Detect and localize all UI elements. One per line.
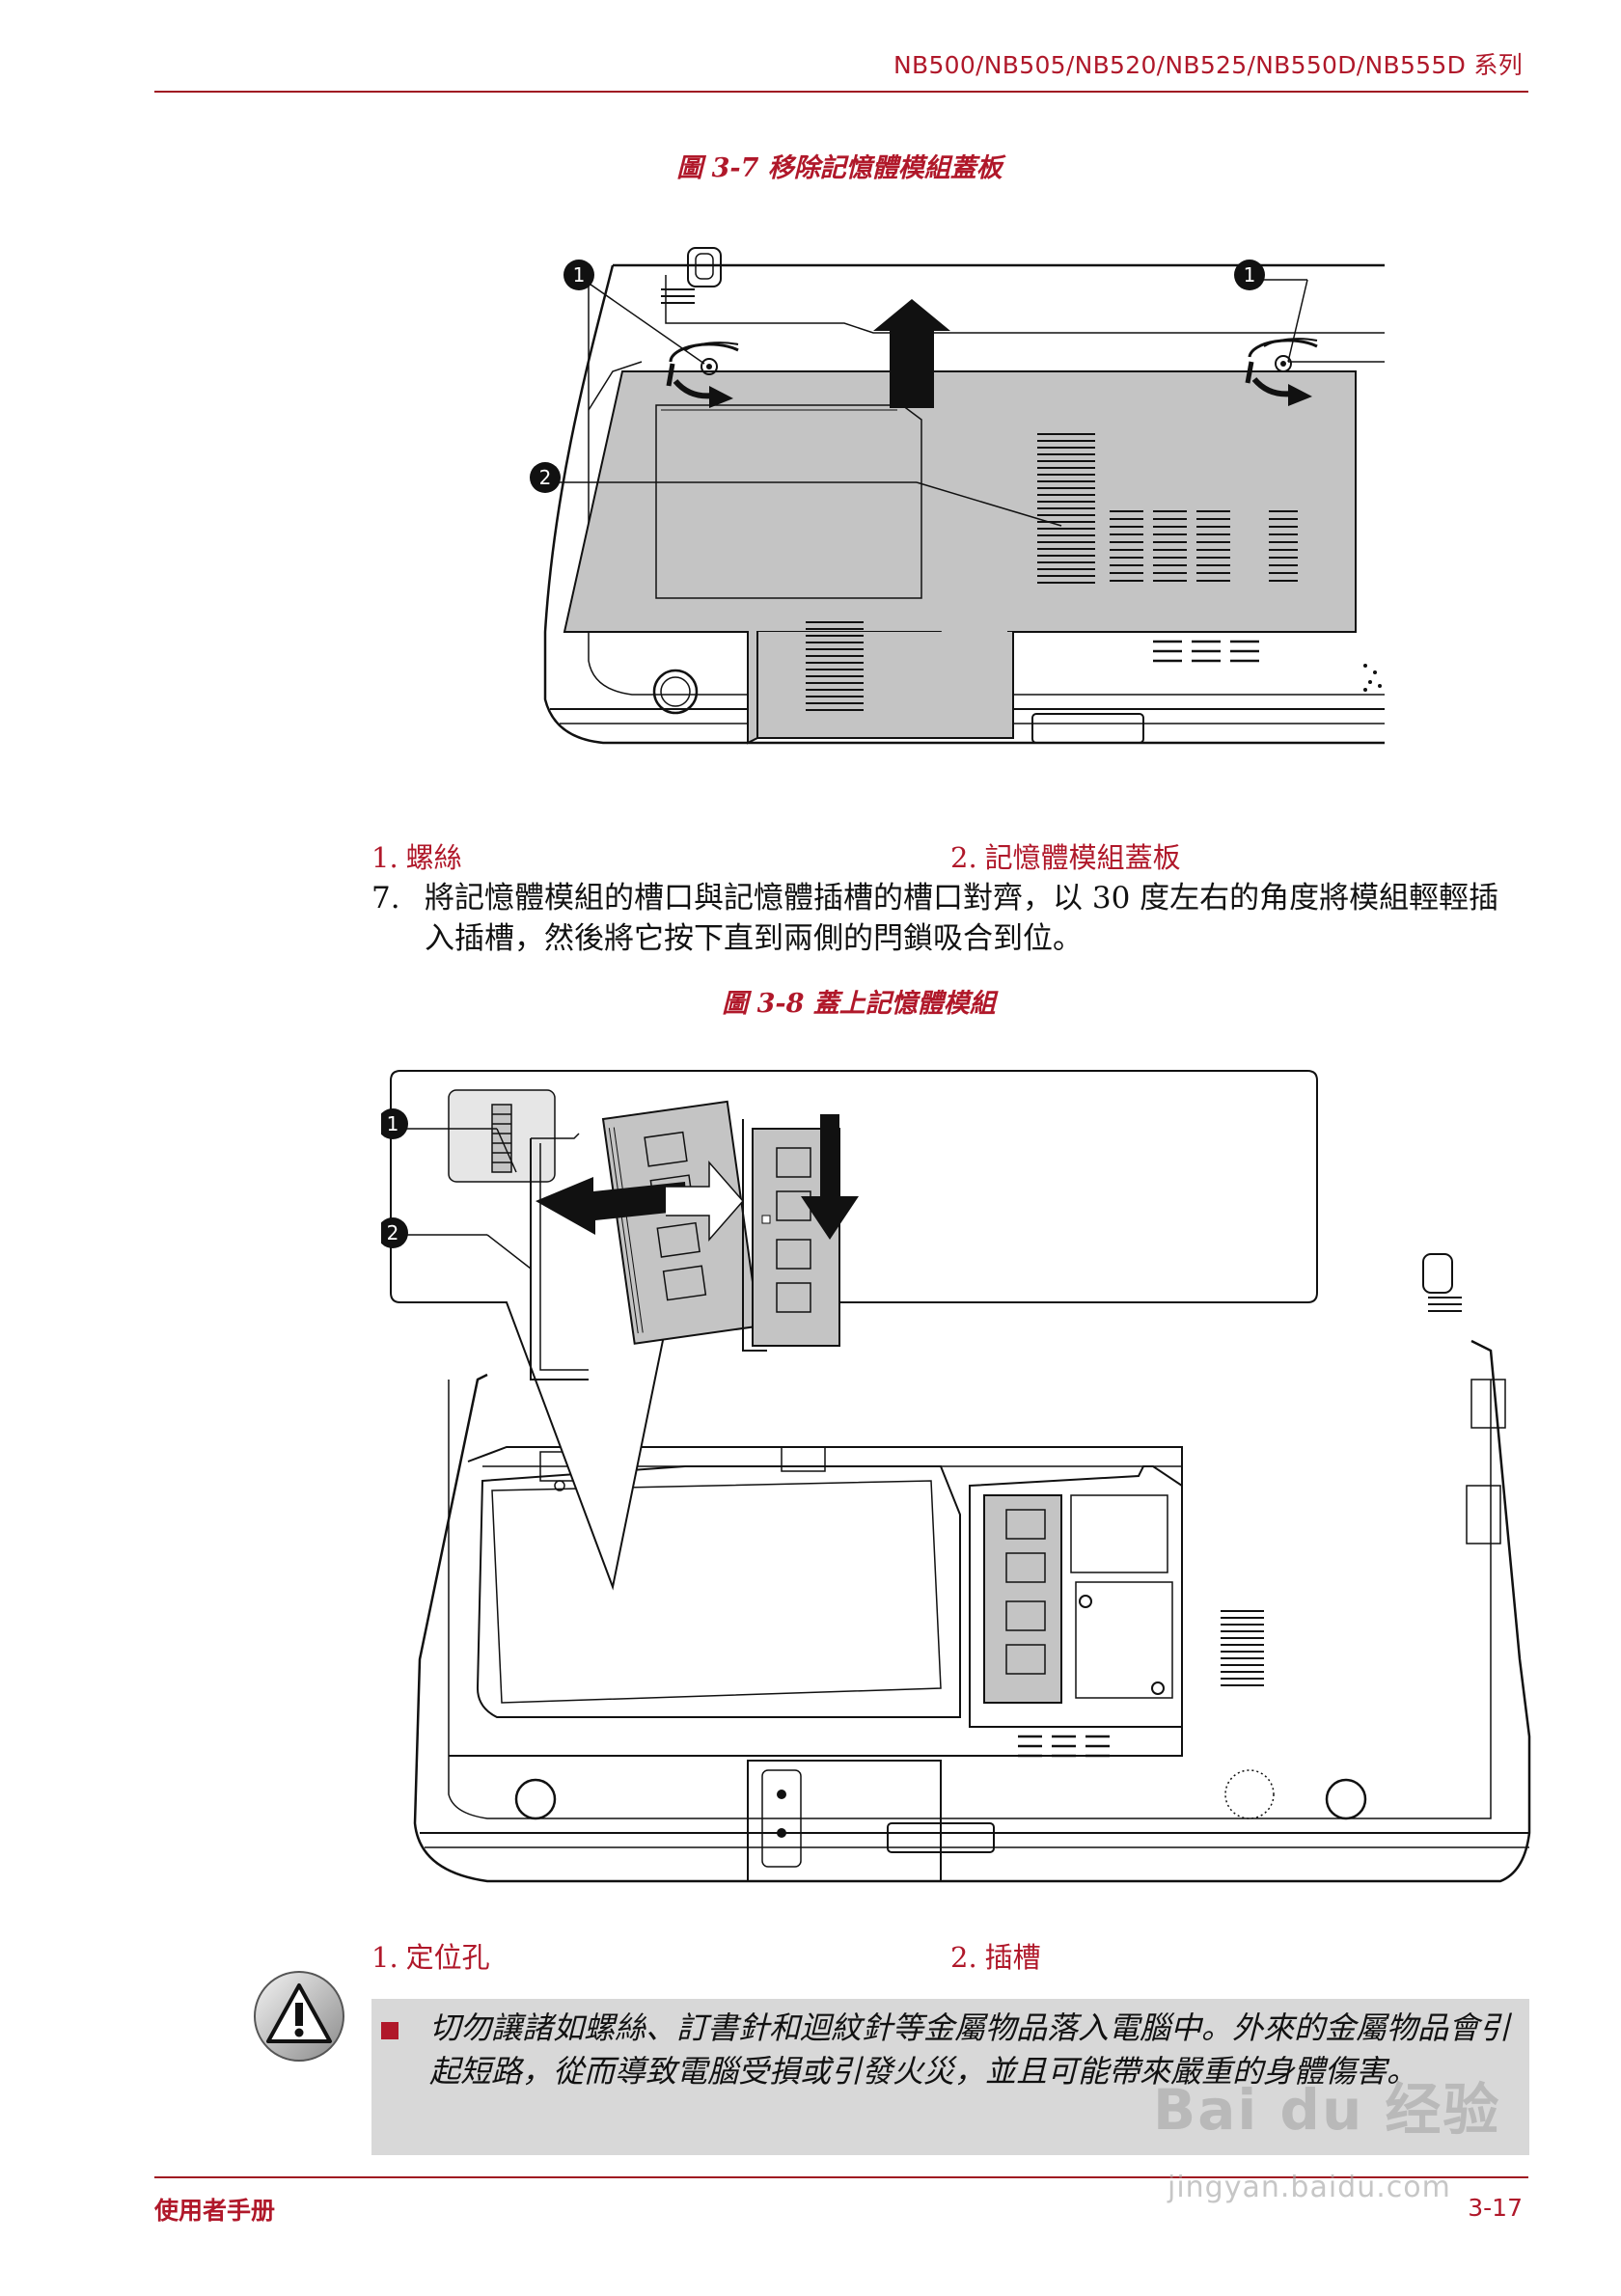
- watermark-url: jingyan.baidu.com: [1168, 2171, 1451, 2204]
- footer-manual-title: 使用者手册: [154, 2197, 276, 2225]
- callout-1b: 1: [1244, 263, 1256, 287]
- insert-arrow: [536, 1177, 687, 1235]
- figure1-caption: 圖 3-7 移除記憶體模組蓋板: [676, 153, 1003, 183]
- header-title: NB500/NB505/NB520/NB525/NB550D/NB555D 系列: [893, 51, 1523, 79]
- figure1-illustration: 1 1 2: [530, 247, 1385, 745]
- figure2-illustration: 1 2: [381, 1070, 1531, 1883]
- legend-num: 2.: [950, 1941, 977, 1974]
- figure2-caption: 圖 3-8 蓋上記憶體模組: [722, 989, 996, 1019]
- page-number: 3-17: [1468, 2194, 1523, 2222]
- callout-1: 1: [387, 1112, 399, 1135]
- legend-text: 螺絲: [405, 841, 462, 874]
- callout-2: 2: [387, 1221, 399, 1244]
- callout-1a: 1: [573, 263, 586, 287]
- lift-arrow: [873, 299, 950, 408]
- press-arrow: [801, 1114, 859, 1240]
- legend-text: 插槽: [984, 1941, 1041, 1974]
- figure2-legend-2: 2.插槽: [950, 1935, 1041, 1976]
- figure1-legend-1: 1.螺絲: [371, 835, 462, 876]
- step-number: 7.: [371, 881, 400, 916]
- warning-icon: [254, 1971, 344, 2062]
- step-7: 7. 將記憶體模組的槽口與記憶體插槽的槽口對齊，以 30 度左右的角度將模組輕輕…: [371, 878, 1510, 959]
- callout-2: 2: [539, 466, 552, 489]
- legend-num: 1.: [371, 841, 398, 874]
- page-header: NB500/NB505/NB520/NB525/NB550D/NB555D 系列: [154, 42, 1528, 93]
- watermark-logo: Bai du 经验: [1153, 2077, 1501, 2143]
- legend-text: 定位孔: [405, 1941, 490, 1974]
- figure2-legend-1: 1.定位孔: [371, 1935, 490, 1976]
- page-footer: 使用者手册 3-17: [154, 2176, 1528, 2236]
- legend-num: 1.: [371, 1941, 398, 1974]
- warning-text: 切勿讓諸如螺絲、訂書針和迴紋針等金屬物品落入電腦中。外來的金屬物品會引起短路，從…: [429, 2009, 1511, 2090]
- step-text: 將記憶體模組的槽口與記憶體插槽的槽口對齊，以 30 度左右的角度將模組輕輕插入插…: [425, 881, 1499, 956]
- figure1-legend-2: 2.記憶體模組蓋板: [950, 835, 1181, 876]
- legend-num: 2.: [950, 841, 977, 874]
- warning-box: [371, 1999, 1529, 2155]
- warning-bullet: [381, 2022, 398, 2039]
- legend-text: 記憶體模組蓋板: [984, 841, 1181, 874]
